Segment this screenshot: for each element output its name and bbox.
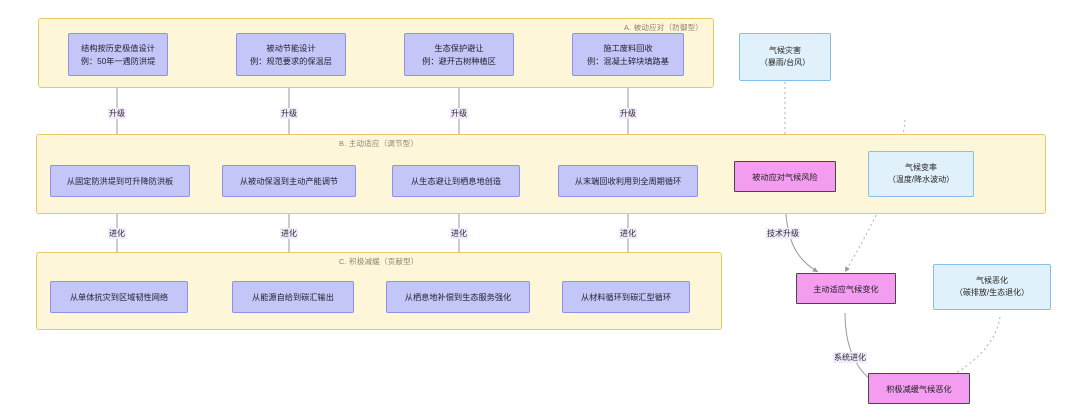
process-box-b4[interactable]: 从末端回收利用到全周期循环 [558,165,698,197]
stage-box-1-label: 被动应对气候风险 [752,172,818,182]
edge-label-upgrade-2: 升级 [280,108,298,119]
process-box-a2-line1: 被动节能设计 [266,43,316,53]
stage-box-active-mitigation[interactable]: 积极减缓气候恶化 [868,373,970,404]
process-box-b1[interactable]: 从固定防洪堤到可升降防洪板 [50,165,190,197]
stage-box-passive-response[interactable]: 被动应对气候风险 [734,161,836,192]
stage-box-3-label: 积极减缓气候恶化 [886,384,952,394]
process-box-a2[interactable]: 被动节能设计 例：规范要求的保温层 [236,33,346,76]
process-box-a4[interactable]: 施工废料回收 例：混凝土碎块填路基 [572,33,684,76]
edge-label-tech-upgrade: 技术升级 [766,228,800,239]
edge-label-upgrade-1: 升级 [108,108,126,119]
driver-box-1-line1: 气候灾害 [769,45,801,55]
process-box-c4-line1: 从材料循环到碳汇型循环 [580,292,672,302]
stage-box-active-adaptation[interactable]: 主动适应气候变化 [796,273,896,304]
driver-box-3-line1: 气候恶化 [976,275,1008,285]
process-box-a3[interactable]: 生态保护避让 例：避开古树种植区 [404,33,514,76]
process-box-b3-line1: 从生态避让到栖息地创造 [410,176,502,186]
edge-label-evolve-4: 进化 [619,228,637,239]
process-box-c4[interactable]: 从材料循环到碳汇型循环 [562,281,690,313]
process-box-c3-line1: 从栖息地补偿到生态服务强化 [404,292,512,302]
process-box-b4-line1: 从末端回收利用到全周期循环 [574,176,682,186]
driver-box-2-line1: 气候变率 [905,162,937,172]
edge-label-evolve-1: 进化 [108,228,126,239]
process-box-c2-line1: 从能源自给到碳汇输出 [252,292,334,302]
process-box-b2[interactable]: 从被动保温到主动产能调节 [222,165,356,197]
group-label-a: A. 被动应对（防御型） [623,23,703,32]
process-box-c3[interactable]: 从栖息地补偿到生态服务强化 [386,281,530,313]
stage-box-2-label: 主动适应气候变化 [813,284,879,294]
edge-label-evolve-3: 进化 [450,228,468,239]
process-box-a4-line1: 施工废料回收 [603,43,653,53]
process-box-a1-line1: 结构按历史极值设计 [81,43,155,53]
process-box-c2[interactable]: 从能源自给到碳汇输出 [232,281,354,313]
process-box-a1[interactable]: 结构按历史极值设计 例：50年一遇防洪堤 [68,33,168,76]
driver-box-3-line2: （碳排放/生态退化） [954,288,1030,297]
process-box-c1-line1: 从单体抗灾到区域韧性网络 [69,292,169,302]
process-box-a4-line2: 例：混凝土碎块填路基 [587,56,669,66]
edge-label-upgrade-4: 升级 [619,108,637,119]
group-label-b: B. 主动适应（调节型） [339,139,419,148]
group-label-c: C. 积极减缓（贡献型） [339,257,419,266]
process-box-a1-line2: 例：50年一遇防洪堤 [80,56,156,66]
edge-label-evolve-2: 进化 [280,228,298,239]
process-box-c1[interactable]: 从单体抗灾到区域韧性网络 [50,281,188,313]
driver-box-2-line2: （温度/降水波动） [887,175,955,184]
process-box-a3-line2: 例：避开古树种植区 [422,56,496,66]
process-box-a2-line2: 例：规范要求的保温层 [250,56,332,66]
process-box-b2-line1: 从被动保温到主动产能调节 [239,176,339,186]
edge-label-upgrade-3: 升级 [450,108,468,119]
edge-label-system-evolution: 系统进化 [833,352,867,363]
process-box-a3-line1: 生态保护避让 [434,43,484,53]
driver-box-1-line2: （暴雨/台风） [759,58,811,67]
driver-box-climate-disaster[interactable]: 气候灾害 （暴雨/台风） [739,33,831,81]
driver-box-climate-degradation[interactable]: 气候恶化 （碳排放/生态退化） [933,264,1051,310]
process-box-b3[interactable]: 从生态避让到栖息地创造 [392,165,520,197]
driver-box-climate-variability[interactable]: 气候变率 （温度/降水波动） [868,151,974,197]
process-box-b1-line1: 从固定防洪堤到可升降防洪板 [66,176,174,186]
